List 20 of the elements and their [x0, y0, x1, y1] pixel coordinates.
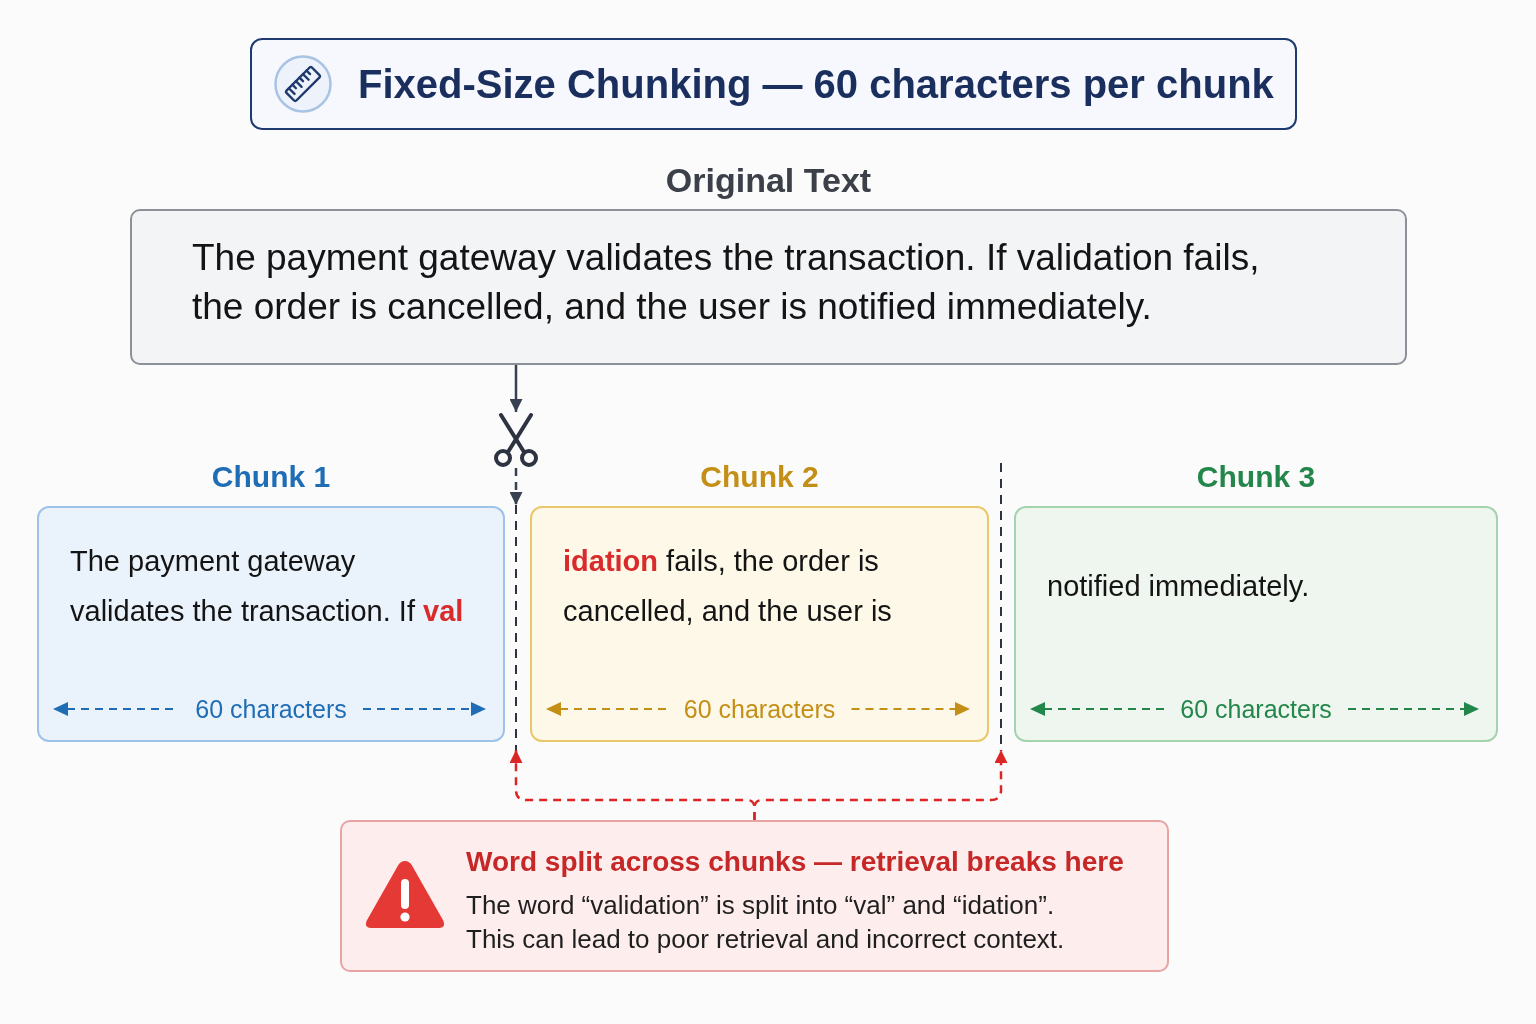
- chunk-text: The payment gateway validates the transaction. If val: [70, 544, 465, 629]
- dimension-label: 60 characters: [683, 694, 836, 724]
- dashed-arrow: [509, 468, 523, 505]
- dimension-label: 60 characters: [195, 694, 347, 724]
- cut-line: [514, 505, 518, 750]
- section-heading: Original Text: [665, 160, 872, 201]
- body-text: The payment gateway validates the transaction. If validation fails, the order is cancelled, and the user is notified immediately.: [192, 236, 1261, 329]
- chunk-heading: Chunk 2: [700, 459, 819, 495]
- warning-text: The word “validation” is split into “val” and “idation”. This can lead to poor retrieval and incorrect context.: [466, 889, 1066, 956]
- warning-box: [340, 820, 1169, 972]
- warning-heading: Word split across chunks — retrieval breaks here: [466, 845, 1124, 879]
- dimension-label: 60 characters: [1180, 694, 1332, 724]
- chunk-heading: Chunk 1: [211, 459, 331, 495]
- chunk-text: notified immediately.: [1047, 569, 1311, 604]
- chunk-text: idation fails, the order is cancelled, and the user is: [563, 544, 893, 629]
- chunk-heading: Chunk 3: [1196, 459, 1316, 495]
- title-text: Fixed-Size Chunking — 60 characters per chunk: [358, 61, 1274, 108]
- arrow: [509, 365, 523, 412]
- dashed-arrow: [753, 750, 1008, 820]
- title-banner: [250, 38, 1297, 130]
